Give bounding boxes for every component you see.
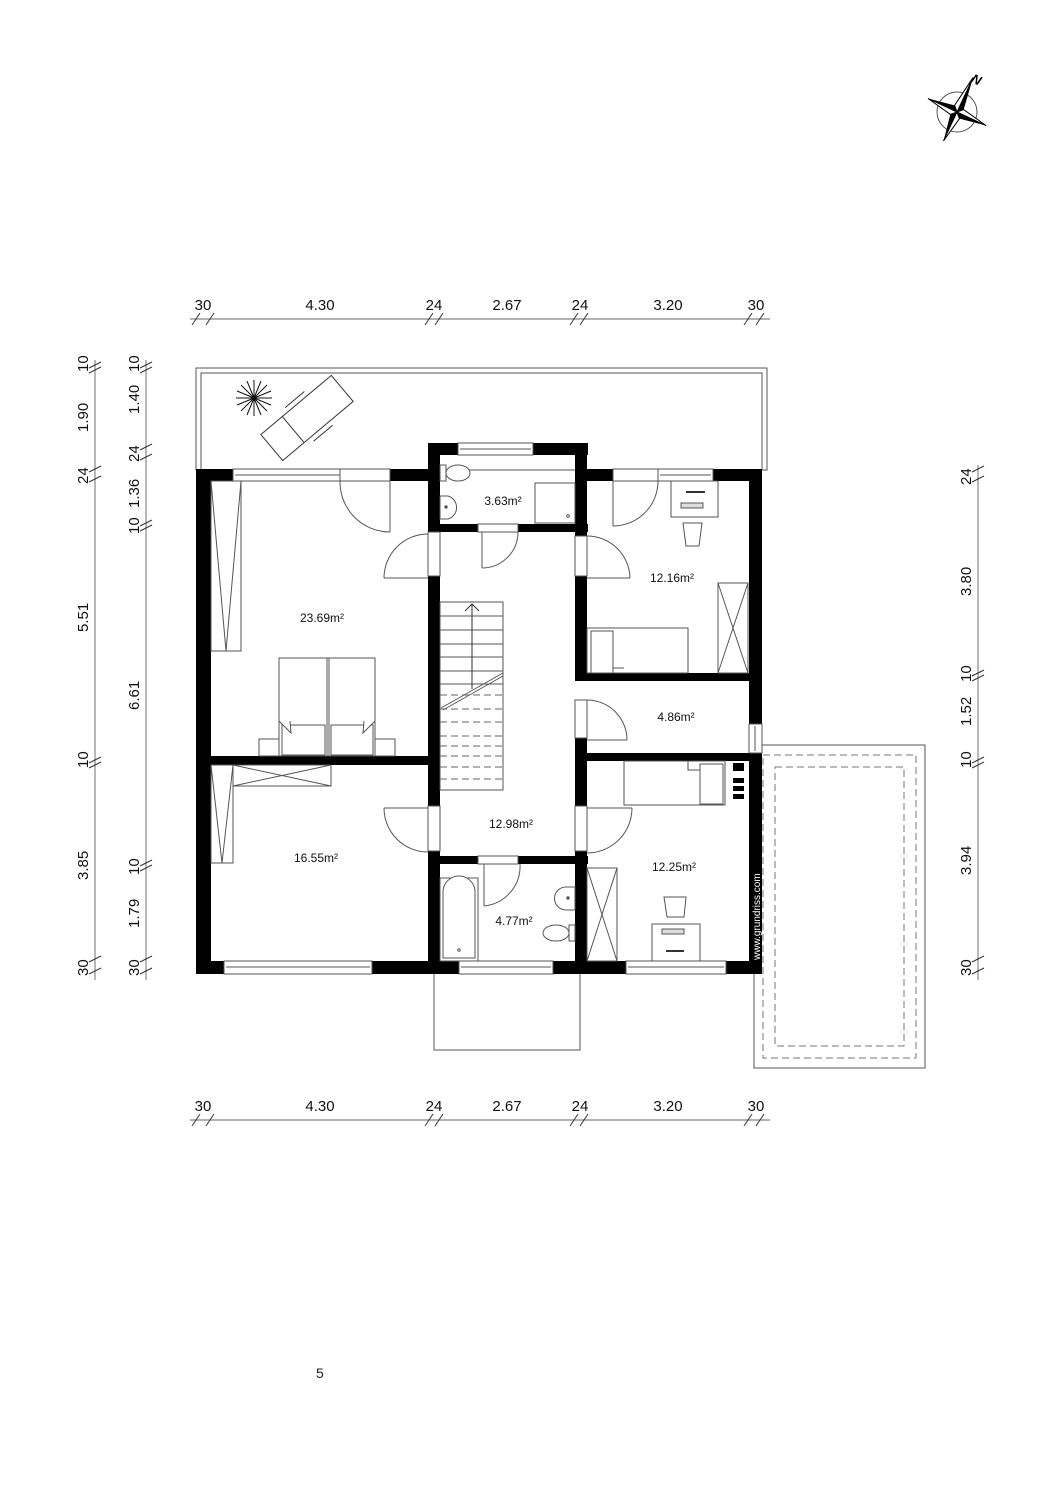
dimension-line-right: 24 3.80 10 1.52 10 3.94 30 <box>958 465 985 980</box>
staircase <box>439 601 504 791</box>
dim-bottom-4: 24 <box>572 1098 589 1115</box>
dim-top-6: 30 <box>748 297 765 314</box>
dim-right-4: 10 <box>958 751 975 768</box>
dim-left-inner-2: 24 <box>126 445 143 462</box>
plant-icon <box>236 380 272 416</box>
dim-bottom-0: 30 <box>195 1098 212 1115</box>
dim-bottom-6: 30 <box>748 1098 765 1115</box>
doors <box>339 468 659 907</box>
dim-top-3: 2.67 <box>492 297 521 314</box>
balcony-right <box>753 744 926 1069</box>
dim-left-outer-4: 10 <box>75 751 92 768</box>
sink-icon <box>554 886 576 911</box>
north-compass-icon <box>927 77 987 142</box>
dimension-line-left-outer: 10 1.90 24 5.51 10 3.85 30 <box>75 355 102 980</box>
dim-left-outer-3: 5.51 <box>75 603 92 632</box>
dim-right-0: 24 <box>958 468 975 485</box>
dim-bottom-3: 2.67 <box>492 1098 521 1115</box>
double-bed-icon <box>258 657 396 757</box>
wardrobe-icon <box>586 867 618 962</box>
dim-left-inner-7: 1.79 <box>126 899 143 928</box>
watermark: www.grundriss.com <box>752 873 763 961</box>
stair-direction-arrow-icon <box>464 603 480 612</box>
room-area-child-room-2: 12.25m² <box>652 860 696 874</box>
dim-bottom-5: 3.20 <box>653 1098 682 1115</box>
dim-left-outer-0: 10 <box>75 355 92 372</box>
single-bed-icon <box>623 760 726 806</box>
dim-left-inner-0: 10 <box>126 355 143 372</box>
wardrobe-icon <box>210 764 332 864</box>
dim-bottom-2: 24 <box>426 1098 443 1115</box>
north-label: N <box>969 71 984 89</box>
chair-icon <box>663 896 687 918</box>
single-bed-icon <box>586 627 689 674</box>
dim-left-outer-5: 3.85 <box>75 851 92 880</box>
dim-left-outer-2: 24 <box>75 467 92 484</box>
wardrobe-icon <box>717 582 749 674</box>
dim-left-inner-4: 10 <box>126 517 143 534</box>
dim-left-inner-8: 30 <box>126 959 143 976</box>
dim-top-0: 30 <box>195 297 212 314</box>
dim-right-2: 10 <box>958 665 975 682</box>
dim-left-outer-6: 30 <box>75 959 92 976</box>
sun-lounger-icon <box>260 374 354 462</box>
dim-right-1: 3.80 <box>958 567 975 596</box>
walls <box>196 443 762 974</box>
radiator-icon <box>733 763 744 799</box>
room-area-hall: 12.98m² <box>489 817 533 831</box>
desk-icon <box>670 480 719 518</box>
dimension-line-top: 30 4.30 24 2.67 24 3.20 30 <box>190 297 770 326</box>
dim-left-inner-1: 1.40 <box>126 385 143 414</box>
dimension-line-left-inner: 10 1.40 24 1.36 10 6.61 10 1.79 30 <box>126 355 153 980</box>
desk-icon <box>651 923 701 962</box>
dim-top-4: 24 <box>572 297 589 314</box>
room-area-bedroom-master: 23.69m² <box>300 611 344 625</box>
sink-icon <box>439 495 457 520</box>
wardrobe-icon <box>210 480 242 652</box>
dim-left-inner-5: 6.61 <box>126 681 143 710</box>
footer-mark: 5 <box>316 1365 324 1381</box>
dim-top-5: 3.20 <box>653 297 682 314</box>
dim-top-1: 4.30 <box>305 297 334 314</box>
dim-left-outer-1: 1.90 <box>75 403 92 432</box>
dimension-line-bottom: 30 4.30 24 2.67 24 3.20 30 <box>190 1098 770 1127</box>
dim-right-3: 1.52 <box>958 697 975 726</box>
chair-icon <box>682 522 703 547</box>
room-area-bedroom-2: 16.55m² <box>294 851 338 865</box>
shower-icon <box>534 482 576 524</box>
dim-right-5: 3.94 <box>958 846 975 875</box>
dim-left-inner-3: 1.36 <box>126 479 143 508</box>
toilet-icon <box>439 464 471 482</box>
dim-bottom-1: 4.30 <box>305 1098 334 1115</box>
entrance-canopy <box>433 972 581 1051</box>
room-area-wc: 3.63m² <box>484 494 521 508</box>
dim-right-6: 30 <box>958 959 975 976</box>
room-area-bathroom: 4.77m² <box>495 914 532 928</box>
room-area-child-room-1: 12.16m² <box>650 571 694 585</box>
bathtub-icon <box>439 875 479 962</box>
room-area-storage: 4.86m² <box>657 710 694 724</box>
dim-top-2: 24 <box>426 297 443 314</box>
toilet-icon <box>542 924 576 942</box>
balcony-top <box>195 367 768 471</box>
dim-left-inner-6: 10 <box>126 858 143 875</box>
